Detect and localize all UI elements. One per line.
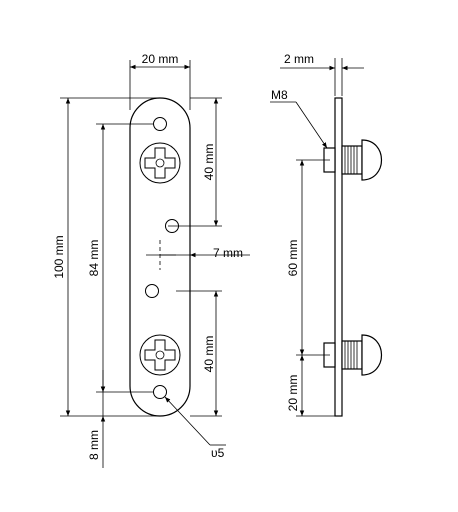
upper-screw-offset-dimension <box>168 97 222 227</box>
length-dimension <box>60 97 160 417</box>
hole-spacing-dimension <box>96 123 154 393</box>
screw-spacing-label: 60 mm <box>286 240 300 277</box>
upper-screw-head <box>139 142 181 184</box>
width-label: 20 mm <box>142 52 179 66</box>
hole-spacing-label: 84 mm <box>87 240 101 277</box>
plate-side-edge <box>334 97 343 417</box>
hole-diameter-leader <box>164 396 226 446</box>
thickness-dimension <box>280 58 364 96</box>
upper-screw-side <box>323 139 383 181</box>
middle-lower-hole <box>145 284 159 298</box>
lower-screw-head <box>139 334 181 376</box>
length-label: 100 mm <box>52 235 66 278</box>
upper-screw-offset-label: 40 mm <box>202 144 216 181</box>
side-end-offset-label: 20 mm <box>286 375 300 412</box>
lower-screw-side <box>323 334 383 376</box>
lower-screw-offset-label: 40 mm <box>202 336 216 373</box>
side-end-offset-dimension <box>296 355 335 417</box>
side-view: 2 mm M8 60 mm 20 mm <box>270 52 383 417</box>
bottom-hole <box>153 385 167 399</box>
thread-label: M8 <box>271 88 288 102</box>
width-dimension <box>129 60 191 110</box>
center-offset-label: 7 mm <box>213 246 243 260</box>
thickness-label: 2 mm <box>284 52 314 66</box>
hole-diameter-label: υ5 <box>211 446 225 460</box>
front-view: 20 mm 100 mm 84 mm 8 mm 40 mm <box>52 52 250 468</box>
top-hole <box>153 117 167 131</box>
screw-spacing-dimension <box>296 159 330 356</box>
lower-screw-offset-dimension <box>176 290 222 417</box>
end-offset-label: 8 mm <box>87 430 101 460</box>
thread-leader <box>270 101 328 149</box>
